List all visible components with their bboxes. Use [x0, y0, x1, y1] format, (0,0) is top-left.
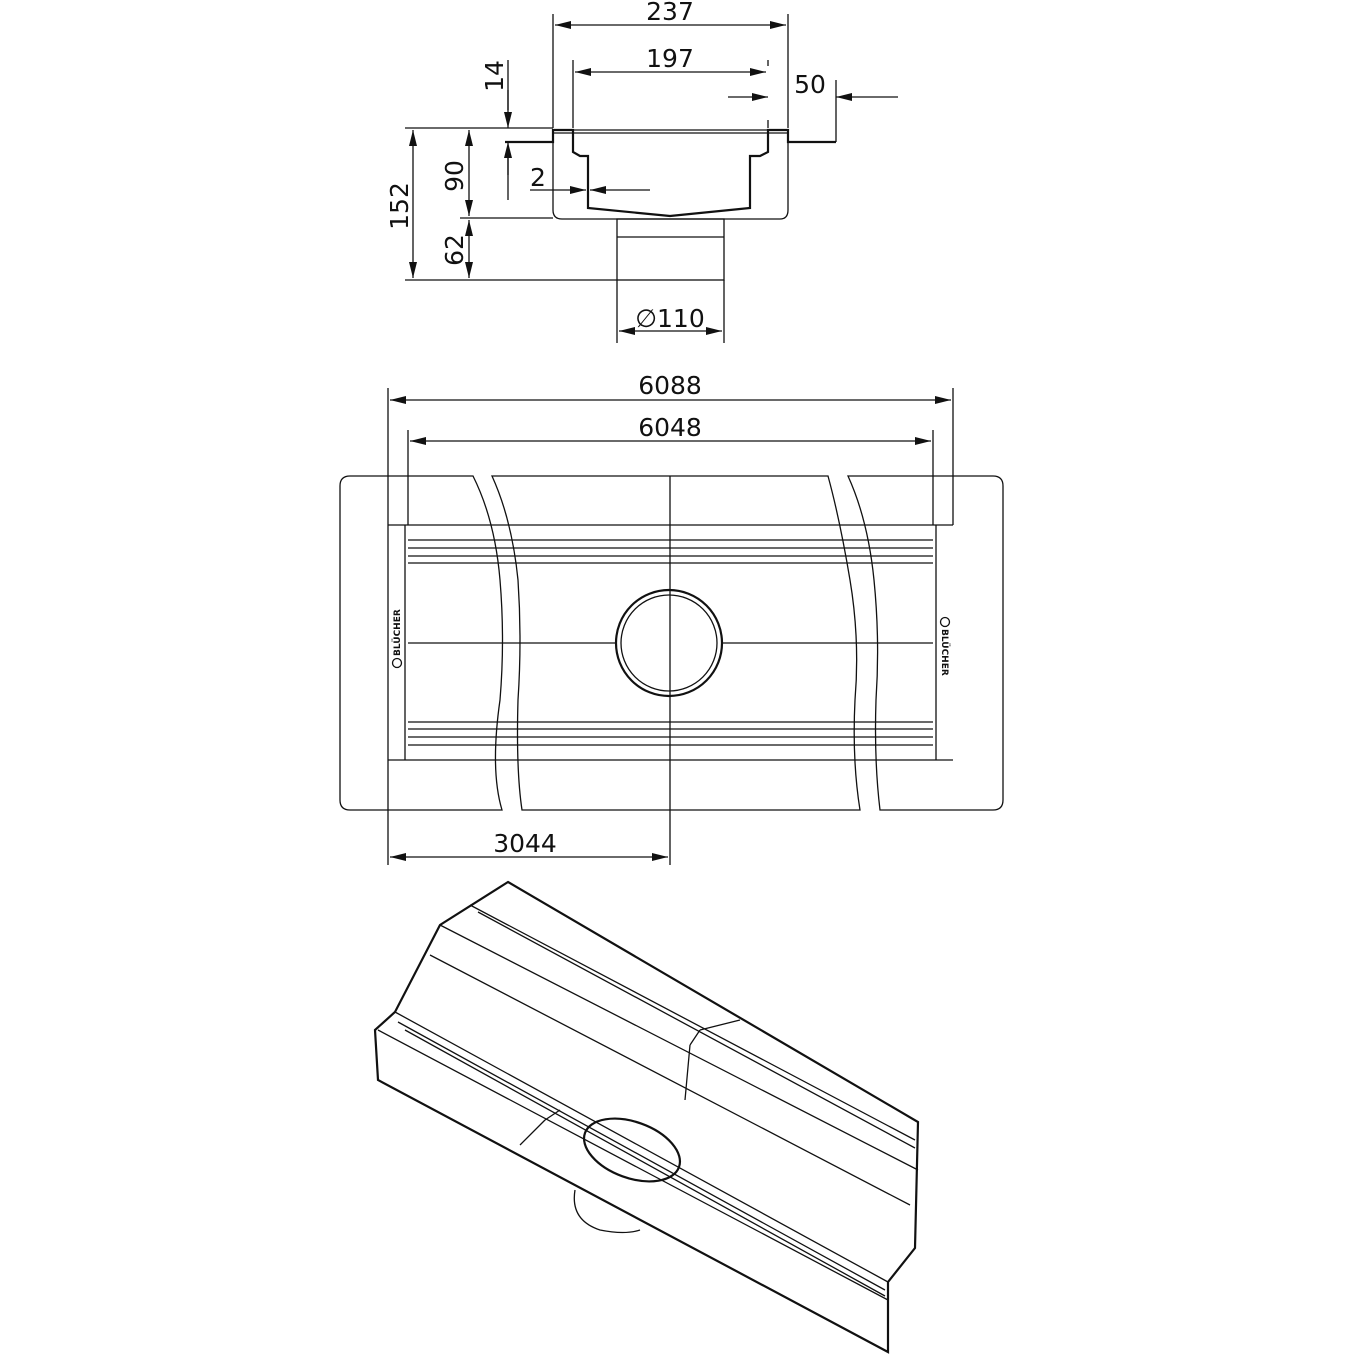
- channel-inner: [388, 524, 953, 761]
- dim-6048: 6048: [638, 413, 702, 442]
- plan-view: 6088 6048 3044 BLÜCHER BLÜCHER: [339, 371, 1004, 865]
- dim-197: 197: [646, 44, 694, 73]
- dim-3044: 3044: [493, 829, 557, 858]
- dim-237: 237: [646, 0, 694, 26]
- logo-right-text: BLÜCHER: [939, 629, 950, 676]
- outlet-circle: [614, 588, 724, 698]
- svg-text:BLÜCHER: BLÜCHER: [392, 609, 403, 656]
- dim-152: 152: [385, 182, 414, 230]
- dim-62: 62: [440, 234, 469, 266]
- dim-6088: 6088: [638, 371, 702, 400]
- dim-2: 2: [530, 163, 546, 192]
- isometric-view: [373, 880, 920, 1354]
- dim-110: ∅110: [635, 304, 705, 333]
- logo-right: BLÜCHER: [939, 616, 951, 676]
- dim-50: 50: [794, 70, 826, 99]
- dim-90: 90: [440, 160, 469, 192]
- dim-14: 14: [480, 60, 509, 92]
- outlet-opening: [582, 1117, 682, 1183]
- logo-left: BLÜCHER: [391, 609, 403, 669]
- section-view: 237 197 50 2 ∅110 14 152 90 62: [385, 0, 898, 343]
